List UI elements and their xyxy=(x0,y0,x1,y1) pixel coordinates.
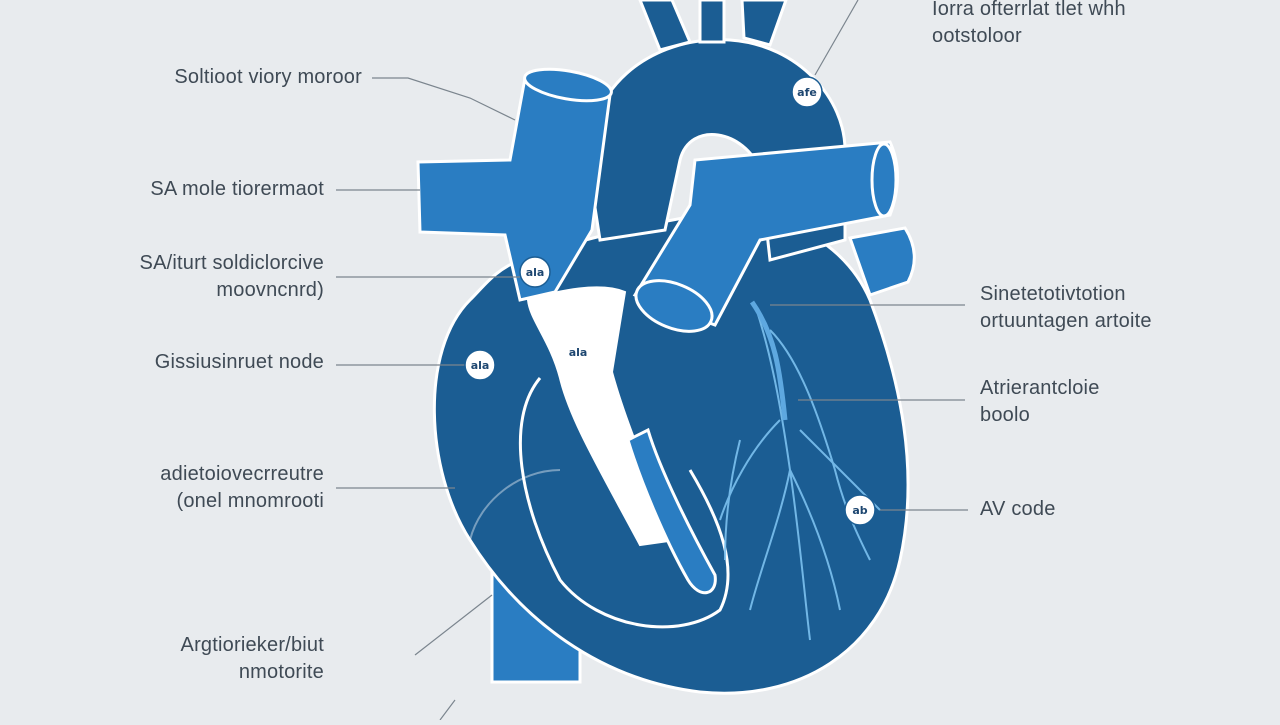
leader-lines xyxy=(336,0,968,721)
label-line: Argtiorieker/biut xyxy=(180,634,324,656)
aortic-branch-2 xyxy=(698,0,726,44)
node-marker-glyph: ala xyxy=(471,359,490,372)
bundle-branch xyxy=(749,300,788,421)
label-right-4: AV code xyxy=(980,496,1056,523)
label-line: ortuuntagen artoite xyxy=(980,310,1152,332)
label-line: Iorra ofterrlat tlet whh xyxy=(932,0,1126,20)
label-line: Atrierantcloie xyxy=(980,377,1100,399)
purkinje-fibers xyxy=(719,304,881,641)
label-line: adietoiovecrreutre xyxy=(160,463,324,485)
pulmonary-trunk-opening xyxy=(634,279,714,333)
ventricle-outline-inner xyxy=(626,427,717,594)
superior-vena-cava xyxy=(416,76,612,302)
pulmonary-vein-right xyxy=(848,226,916,297)
label-left-4: Gissiusinruet node xyxy=(155,349,324,376)
node-marker-atrium: ala xyxy=(464,349,496,381)
label-line: Sinetetotivtotion xyxy=(980,283,1126,305)
node-marker-glyph: ala xyxy=(526,266,545,279)
node-marker-glyph: ab xyxy=(852,504,867,517)
label-right-2: Sinetetotivtotion ortuuntagen artoite xyxy=(980,281,1152,335)
label-line: SA mole tiorermaot xyxy=(150,178,324,200)
node-marker-glyph: ala xyxy=(569,346,588,359)
label-line: AV code xyxy=(980,498,1056,520)
label-line: ootstoloor xyxy=(932,25,1022,47)
label-left-3: SA/iturt soldiclorcive moovncnrd) xyxy=(140,250,324,304)
label-left-6: Argtiorieker/biut nmotorite xyxy=(181,632,324,686)
label-left-1: Soltioot viory moroor xyxy=(174,64,362,91)
label-line: Gissiusinruet node xyxy=(154,351,324,373)
label-left-2: SA mole tiorermaot xyxy=(150,176,324,203)
label-right-3: Atrierantcloie boolo xyxy=(980,375,1100,429)
label-line: nmotorite xyxy=(238,661,324,683)
node-marker-sa: ala xyxy=(519,256,551,288)
node-markers: afe ala ala ala ab xyxy=(464,76,876,526)
label-line: moovncnrd) xyxy=(216,279,324,301)
node-marker-bundle: ala xyxy=(554,328,602,376)
label-line: Soltioot viory moroor xyxy=(174,66,362,88)
aortic-branch-1 xyxy=(638,0,693,52)
label-line: SA/iturt soldiclorcive xyxy=(139,252,324,274)
pulmonary-artery-end xyxy=(870,142,898,218)
aortic-branch-3 xyxy=(740,0,788,47)
label-right-1: Iorra ofterrlat tlet whh ootstoloor xyxy=(932,0,1126,50)
vena-cava-opening xyxy=(523,67,613,103)
node-marker-aorta: afe xyxy=(791,76,823,108)
label-left-5: adietoiovecrreutre (onel mnomrooti xyxy=(160,461,324,515)
label-line: boolo xyxy=(980,404,1030,426)
septum-line xyxy=(469,469,561,541)
node-marker-glyph: afe xyxy=(797,86,817,99)
label-line: (onel mnomrooti xyxy=(176,490,324,512)
node-marker-av: ab xyxy=(844,494,876,526)
